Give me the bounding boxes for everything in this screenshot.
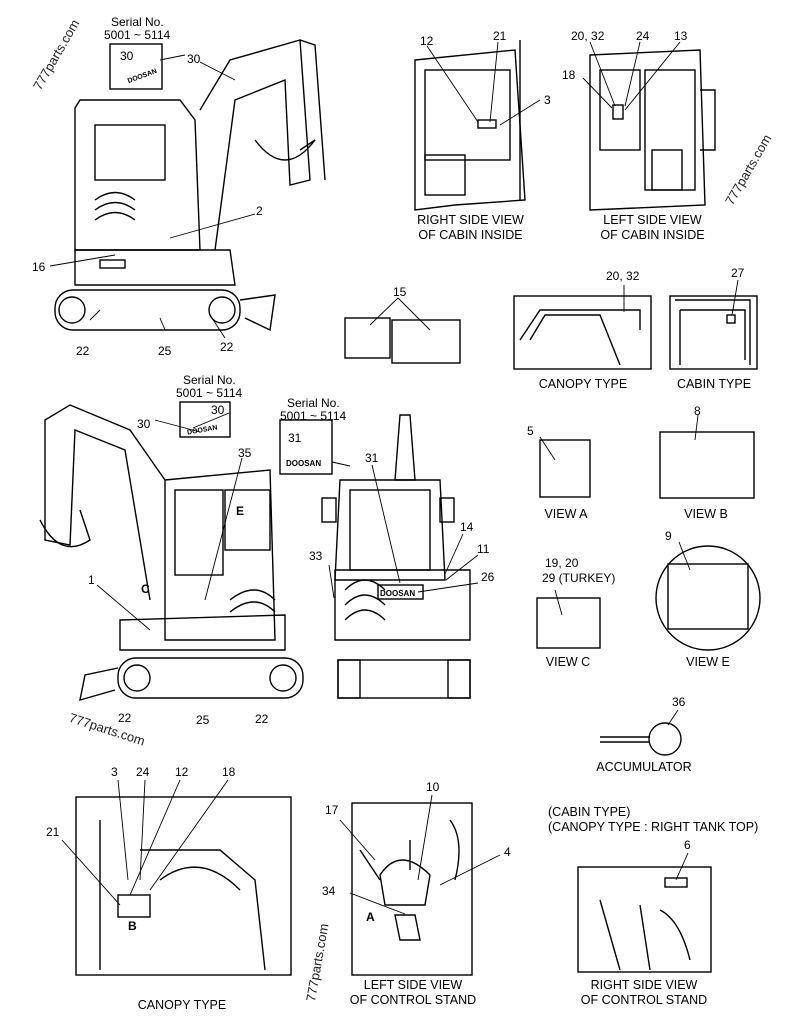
callout-30: 30	[187, 52, 201, 66]
caption-line: RIGHT SIDE VIEW	[417, 213, 524, 227]
note-line: (CABIN TYPE)	[548, 805, 631, 819]
serial-num-mid-center: 31	[288, 431, 302, 445]
callout-3: 3	[111, 765, 118, 779]
callout-35: 35	[238, 446, 252, 460]
accumulator-drawing	[600, 722, 682, 756]
callout-25: 25	[158, 344, 172, 358]
caption-line: OF CONTROL STAND	[349, 993, 477, 1007]
callout-4: 4	[504, 845, 511, 859]
callout-14: 14	[460, 520, 474, 534]
callout-11: 11	[477, 542, 490, 556]
callout-B: B	[128, 919, 137, 933]
callout-20-32: 20, 32	[571, 29, 605, 43]
caption-line: LEFT SIDE VIEW	[363, 978, 463, 992]
callout-A: A	[366, 910, 375, 924]
caption-line: RIGHT SIDE VIEW	[590, 978, 698, 992]
caption-view-e: VIEW E	[686, 655, 730, 669]
caption-left-control-stand: LEFT SIDE VIEW OF CONTROL STAND	[344, 978, 482, 1008]
caption-canopy-type-bottom: CANOPY TYPE	[137, 998, 227, 1012]
serial-range-mid-center: 5001 ~ 5114	[280, 409, 347, 423]
left-control-stand-drawing	[351, 802, 473, 976]
callout-19-20: 19, 20	[545, 556, 579, 570]
callout-27: 27	[731, 266, 745, 280]
callout-22: 22	[255, 712, 269, 726]
callout-6: 6	[684, 838, 691, 852]
callout-22: 22	[118, 711, 132, 725]
cabin-left-inside	[589, 49, 716, 211]
callout-36: 36	[672, 695, 686, 709]
doosan-logo-decal: DOOSAN	[286, 459, 322, 468]
callout-24: 24	[636, 29, 650, 43]
callout-31: 31	[365, 451, 379, 465]
callout-22: 22	[76, 344, 90, 358]
callout-12: 12	[175, 765, 189, 779]
callout-34: 34	[322, 884, 336, 898]
callout-15: 15	[393, 285, 407, 299]
doosan-logo-rear: DOOSAN	[380, 589, 416, 598]
note-line: (CANOPY TYPE : RIGHT TANK TOP)	[548, 820, 759, 834]
caption-accumulator: ACCUMULATOR	[596, 760, 692, 774]
callout-1: 1	[88, 573, 95, 587]
callout-5: 5	[527, 424, 534, 438]
mid-excavator-body	[39, 404, 304, 701]
caption-line: OF CONTROL STAND	[580, 993, 708, 1007]
caption-view-b: VIEW B	[684, 507, 728, 521]
caption-line: OF CABIN INSIDE	[418, 228, 523, 242]
callout-12: 12	[420, 34, 434, 48]
serial-label-mid-center: Serial No.	[287, 396, 340, 410]
callout-25: 25	[196, 713, 210, 727]
serial-label-top-left: Serial No.	[111, 15, 164, 29]
callout-10: 10	[426, 780, 440, 794]
cabin-right-inside	[414, 40, 526, 211]
right-control-stand-drawing	[577, 866, 712, 973]
caption-canopy-type: CANOPY TYPE	[538, 377, 628, 391]
serial-range-mid-left: 5001 ~ 5114	[176, 386, 243, 400]
serial-range-top-left: 5001 ~ 5114	[104, 28, 171, 42]
callout-16: 16	[32, 260, 46, 274]
caption-cabin-type: CABIN TYPE	[676, 377, 752, 391]
callout-29-turkey: 29 (TURKEY)	[542, 571, 616, 585]
caption-view-a: VIEW A	[544, 507, 588, 521]
callout-33: 33	[309, 549, 323, 563]
callout-30: 30	[137, 417, 151, 431]
caption-line: LEFT SIDE VIEW	[603, 213, 702, 227]
caption-view-c: VIEW C	[545, 655, 591, 669]
caption-right-side-cabin: RIGHT SIDE VIEW OF CABIN INSIDE	[408, 213, 533, 243]
callout-21: 21	[46, 825, 60, 839]
caption-line: OF CABIN INSIDE	[600, 228, 705, 242]
callout-18: 18	[562, 68, 576, 82]
callout-9: 9	[665, 529, 672, 543]
serial-num-top-left: 30	[120, 49, 134, 63]
top-excavator-body	[54, 39, 326, 332]
cabin-type-note: (CABIN TYPE) (CANOPY TYPE : RIGHT TANK T…	[548, 805, 758, 835]
caption-left-side-cabin: LEFT SIDE VIEW OF CABIN INSIDE	[590, 213, 715, 243]
callout-13: 13	[674, 29, 688, 43]
caption-right-control-stand: RIGHT SIDE VIEW OF CONTROL STAND	[574, 978, 714, 1008]
callout-C: C	[141, 582, 150, 596]
callout-22: 22	[220, 340, 234, 354]
callout-17: 17	[325, 803, 339, 817]
rear-excavator-body	[321, 414, 471, 699]
callout-E: E	[236, 504, 245, 518]
callout-3: 3	[544, 93, 551, 107]
callout-21: 21	[493, 29, 507, 43]
callout-26: 26	[481, 570, 495, 584]
callout-20-32: 20, 32	[606, 269, 640, 283]
serial-label-mid-left: Serial No.	[183, 373, 236, 387]
callout-24: 24	[136, 765, 150, 779]
callout-8: 8	[694, 404, 701, 418]
serial-num-mid-left: 30	[211, 403, 225, 417]
callout-2: 2	[256, 204, 263, 218]
callout-18: 18	[222, 765, 236, 779]
